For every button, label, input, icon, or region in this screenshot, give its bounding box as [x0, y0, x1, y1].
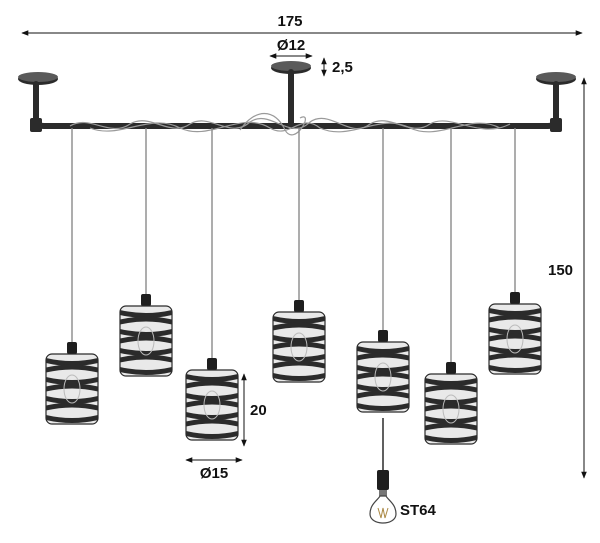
pendant-socket: [67, 342, 77, 354]
shade-band: [120, 329, 172, 337]
main-pipe: [33, 81, 559, 129]
left-canopy-top: [18, 72, 58, 82]
wound-cords: [69, 113, 511, 136]
shade-band: [46, 402, 98, 411]
pendant-3: [185, 128, 239, 441]
shade-band: [46, 415, 98, 423]
pendant-1: [45, 128, 99, 425]
wound-cord-loop: [239, 113, 306, 136]
shade-band: [186, 431, 238, 439]
shade-band: [489, 352, 541, 361]
shade-band: [120, 367, 172, 375]
wound-cord-2: [89, 121, 501, 133]
height-dimension: 150: [548, 77, 587, 479]
shade-dimension: 20 Ø15: [185, 373, 267, 482]
bulb-base: [379, 490, 387, 496]
pendant-7: [488, 128, 542, 375]
left-elbow: [30, 118, 42, 132]
shade-band: [186, 393, 238, 401]
shade-band: [186, 418, 238, 427]
width-dimension: 175: [21, 13, 583, 36]
shade-band: [425, 416, 477, 424]
shade-band: [186, 412, 238, 420]
shade-band: [357, 403, 409, 411]
shade-band: [273, 316, 325, 324]
pendant-5: [356, 128, 410, 413]
shade-band: [425, 397, 477, 405]
shade-band: [46, 377, 98, 385]
shade-band: [186, 380, 238, 389]
shade-band: [489, 308, 541, 316]
pendant-socket: [141, 294, 151, 306]
ceiling-mounts: [18, 61, 576, 85]
shade-band: [120, 348, 172, 356]
shade-bulb: [442, 394, 460, 424]
shade-bulb: [137, 326, 155, 356]
pendant-2: [119, 128, 173, 377]
canopy-dimension: Ø12 2,5: [269, 37, 353, 77]
width-label: 175: [277, 13, 302, 30]
shade-band: [46, 364, 98, 373]
pendant-socket: [510, 292, 520, 304]
bulb-filament: [377, 507, 389, 519]
shade-band: [46, 358, 98, 366]
shade-band: [357, 371, 409, 380]
shade-band: [489, 327, 541, 335]
shade-band: [489, 314, 541, 323]
shade-band: [425, 435, 477, 443]
shade-bulb: [63, 374, 81, 404]
canopy-height-label: 2,5: [332, 59, 353, 76]
shade-band: [425, 384, 477, 393]
shade-band: [489, 346, 541, 354]
shade-band: [273, 360, 325, 369]
right-canopy-top: [536, 72, 576, 82]
shade-band: [186, 374, 238, 382]
shade-band: [489, 365, 541, 373]
pendant-socket: [378, 330, 388, 342]
pendant-socket: [294, 300, 304, 312]
shade-band: [273, 354, 325, 362]
shade-band: [120, 354, 172, 363]
shade-bulb: [506, 324, 524, 354]
pendant-socket: [446, 362, 456, 374]
shade-band: [120, 316, 172, 325]
shade-band: [357, 365, 409, 373]
shade-band: [425, 378, 477, 386]
pendant-6: [424, 128, 478, 445]
shade-band: [273, 373, 325, 381]
shade-band: [273, 322, 325, 331]
shade-bulb: [290, 332, 308, 362]
pendant-4: [272, 128, 326, 383]
shade-bulb: [374, 362, 392, 392]
bulb-socket: [377, 470, 389, 490]
shade-band: [46, 383, 98, 392]
shade-band: [120, 310, 172, 318]
shade-band: [425, 422, 477, 431]
shade-band: [357, 346, 409, 354]
bulb-detail: ST64: [369, 418, 437, 524]
shade-band: [46, 396, 98, 404]
shade-band: [357, 352, 409, 361]
bulb-label: ST64: [400, 502, 437, 519]
shade-band: [357, 384, 409, 392]
shade-band: [425, 403, 477, 412]
center-canopy-top: [271, 61, 311, 71]
shade-band: [186, 399, 238, 408]
shade-band: [120, 335, 172, 344]
shade-diameter-label: Ø15: [200, 465, 228, 482]
shade-band: [489, 333, 541, 342]
pendant-socket: [207, 358, 217, 370]
shade-bulb: [203, 390, 221, 420]
shade-band: [273, 335, 325, 343]
shade-band: [357, 390, 409, 399]
shade-band: [273, 341, 325, 350]
canopy-diameter-label: Ø12: [277, 37, 305, 54]
right-elbow: [550, 118, 562, 132]
height-label: 150: [548, 262, 573, 279]
shade-height-label: 20: [250, 402, 267, 419]
pendants: [45, 128, 542, 445]
